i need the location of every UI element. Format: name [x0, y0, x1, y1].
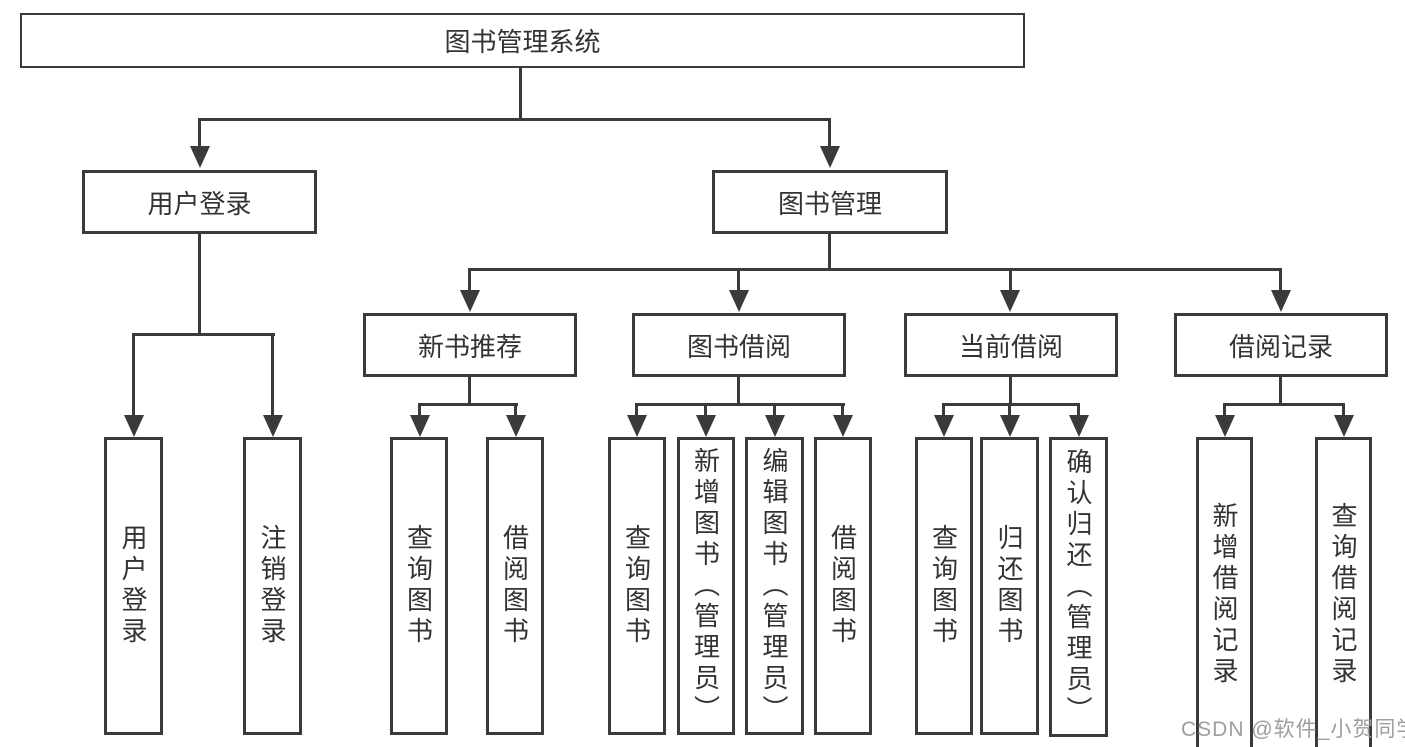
leaf-label: 新增图书（管理员） — [690, 446, 721, 726]
arrow-icon — [410, 415, 430, 437]
leaf-label: 借阅图书 — [499, 524, 530, 648]
connector — [198, 118, 831, 121]
leaf-label: 查询图书 — [928, 524, 959, 648]
leaf-logout: 注销登录 — [243, 437, 302, 735]
connector — [737, 268, 740, 292]
leaf-borrow-books-recommend: 借阅图书 — [486, 437, 544, 735]
connector — [1223, 403, 1226, 415]
leaf-query-borrow-record: 查询借阅记录 — [1315, 437, 1372, 747]
node-book-borrowing: 图书借阅 — [632, 313, 846, 377]
node-new-book-recommendation: 新书推荐 — [363, 313, 577, 377]
arrow-icon — [190, 146, 210, 168]
arrow-icon — [1000, 290, 1020, 312]
arrow-icon — [1069, 415, 1089, 437]
leaf-edit-book-admin: 编辑图书（管理员） — [745, 437, 804, 735]
leaf-query-books-current: 查询图书 — [915, 437, 973, 735]
watermark: CSDN @软件_小贺同学 — [1181, 718, 1405, 741]
arrow-icon — [627, 415, 647, 437]
connector — [635, 403, 638, 415]
connector — [704, 403, 707, 415]
connector — [271, 333, 274, 415]
connector — [635, 403, 845, 406]
arrow-icon — [124, 415, 144, 437]
node-current-borrowing: 当前借阅 — [904, 313, 1118, 377]
leaf-return-books: 归还图书 — [980, 437, 1039, 735]
node-label: 图书管理系统 — [444, 27, 601, 57]
leaf-confirm-return-admin: 确认归还（管理员） — [1049, 437, 1108, 737]
connector — [468, 268, 471, 292]
arrow-icon — [1334, 415, 1354, 437]
connector — [942, 403, 945, 415]
node-user-login: 用户登录 — [82, 170, 317, 234]
leaf-query-books-borrowing: 查询图书 — [608, 437, 666, 735]
leaf-query-books-recommend: 查询图书 — [390, 437, 448, 735]
connector — [943, 403, 1080, 406]
leaf-user-login: 用户登录 — [104, 437, 163, 735]
leaf-label: 归还图书 — [994, 524, 1024, 648]
node-borrowing-records: 借阅记录 — [1174, 313, 1388, 377]
leaf-add-book-admin: 新增图书（管理员） — [677, 437, 735, 735]
connector — [1223, 403, 1345, 406]
arrow-icon — [765, 415, 785, 437]
connector — [1279, 268, 1282, 292]
arrow-icon — [1000, 415, 1020, 437]
connector — [1009, 377, 1012, 406]
leaf-label: 查询图书 — [403, 524, 434, 648]
arrow-icon — [460, 290, 480, 312]
node-label: 用户登录 — [147, 188, 252, 219]
connector — [773, 403, 776, 415]
arrow-icon — [696, 415, 716, 437]
node-label: 图书管理 — [777, 188, 882, 219]
leaf-label: 查询借阅记录 — [1328, 502, 1358, 688]
connector — [514, 403, 517, 415]
connector — [132, 333, 135, 415]
leaf-label: 注销登录 — [257, 524, 287, 648]
leaf-label: 新增借阅记录 — [1209, 502, 1239, 688]
node-book-management: 图书管理 — [712, 170, 948, 234]
arrow-icon — [729, 290, 749, 312]
connector — [418, 403, 421, 415]
connector — [468, 377, 471, 406]
node-label: 新书推荐 — [417, 331, 522, 362]
connector — [737, 377, 740, 406]
connector — [198, 118, 201, 148]
arrow-icon — [263, 415, 283, 437]
node-library-management-system: 图书管理系统 — [20, 13, 1025, 68]
connector — [828, 118, 831, 148]
arrow-icon — [833, 415, 853, 437]
leaf-label: 确认归还（管理员） — [1063, 447, 1093, 727]
leaf-add-borrow-record: 新增借阅记录 — [1196, 437, 1253, 747]
connector — [418, 403, 518, 406]
connector — [1009, 268, 1012, 292]
arrow-icon — [1215, 415, 1235, 437]
connector — [132, 333, 275, 336]
node-label: 借阅记录 — [1228, 331, 1333, 362]
arrow-icon — [820, 146, 840, 168]
leaf-label: 用户登录 — [118, 524, 148, 648]
leaf-label: 查询图书 — [621, 524, 652, 648]
connector — [468, 268, 1281, 271]
arrow-icon — [1271, 290, 1291, 312]
arrow-icon — [934, 415, 954, 437]
connector — [1342, 403, 1345, 415]
node-label: 图书借阅 — [686, 331, 791, 362]
arrow-icon — [506, 415, 526, 437]
connector — [1279, 377, 1282, 406]
connector — [198, 234, 201, 336]
leaf-label: 借阅图书 — [827, 524, 858, 648]
connector — [1077, 403, 1080, 415]
leaf-borrow-books-borrowing: 借阅图书 — [814, 437, 872, 735]
connector — [828, 234, 831, 271]
connector — [519, 66, 522, 120]
leaf-label: 编辑图书（管理员） — [759, 446, 789, 726]
connector — [841, 403, 844, 415]
connector — [1008, 403, 1011, 415]
node-label: 当前借阅 — [958, 331, 1063, 362]
